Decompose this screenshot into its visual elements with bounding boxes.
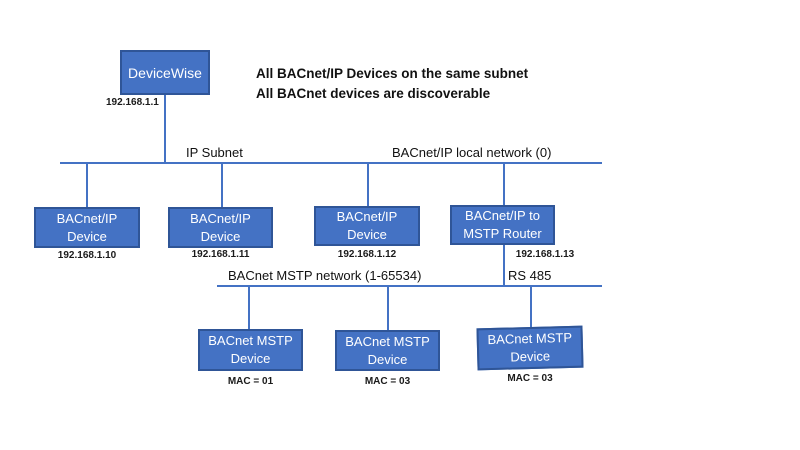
annotation-line-1: All BACnet/IP Devices on the same subnet xyxy=(256,66,529,81)
node-label-line-2: Device xyxy=(367,351,408,367)
node-label-line-1: BACnet/IP xyxy=(336,209,398,224)
annotation-text: All BACnet/IP Devices on the same subnet… xyxy=(256,64,528,104)
ip-address-label-1: 192.168.1.10 xyxy=(57,250,117,261)
node-label-line-1: BACnet/IP to xyxy=(465,208,540,223)
connector-ip-bus-to-device-1 xyxy=(86,163,88,207)
node-label-line-2: Device xyxy=(200,228,241,244)
connector-mstp-bus-to-device-3 xyxy=(530,286,532,327)
rs485-label: RS 485 xyxy=(508,268,552,283)
mstp-bus-line xyxy=(217,285,602,287)
connector-mstp-bus-to-device-1 xyxy=(248,286,250,329)
node-label-line-1: BACnet/IP xyxy=(190,210,251,226)
node-label-line-2: Device xyxy=(510,348,551,365)
node-label-line-2: Device xyxy=(347,227,387,242)
connector-router-to-mstp-bus xyxy=(503,245,505,285)
bacnet-mstp-device-1-node: BACnet MSTP Device xyxy=(198,329,303,371)
bacnet-ip-device-1-node: BACnet/IP Device xyxy=(34,207,140,248)
bacnet-ip-local-network-label: BACnet/IP local network (0) xyxy=(392,145,552,160)
mac-address-label-2: MAC = 03 xyxy=(364,376,411,387)
connector-mstp-bus-to-device-2 xyxy=(387,286,389,330)
connector-ip-bus-to-device-3 xyxy=(367,163,369,206)
bacnet-mstp-network-label: BACnet MSTP network (1-65534) xyxy=(228,268,422,283)
devicewise-label: DeviceWise xyxy=(128,64,202,81)
node-label-line-1: BACnet MSTP xyxy=(345,333,430,349)
bacnet-ip-to-mstp-router-node: BACnet/IP to MSTP Router xyxy=(450,205,555,245)
ip-address-label-3: 192.168.1.12 xyxy=(337,249,397,260)
connector-devicewise-to-ip-bus xyxy=(164,95,166,163)
devicewise-ip-label: 192.168.1.1 xyxy=(106,97,159,108)
ip-subnet-label: IP Subnet xyxy=(186,145,243,160)
annotation-line-2: All BACnet devices are discoverable xyxy=(256,86,491,101)
bacnet-ip-device-2-node: BACnet/IP Device xyxy=(168,207,273,248)
node-label-line-1: BACnet MSTP xyxy=(487,329,573,348)
connector-ip-bus-to-router xyxy=(503,163,505,205)
node-label-line-2: Device xyxy=(67,228,107,244)
bacnet-ip-device-3-node: BACnet/IP Device xyxy=(314,206,420,246)
devicewise-node: DeviceWise xyxy=(120,50,210,95)
connector-ip-bus-to-device-2 xyxy=(221,163,223,207)
ip-address-label-router: 192.168.1.13 xyxy=(515,249,575,260)
ip-address-label-2: 192.168.1.11 xyxy=(191,249,250,260)
mac-address-label-1: MAC = 01 xyxy=(227,376,274,387)
node-label-line-2: MSTP Router xyxy=(463,226,542,241)
node-label-line-2: Device xyxy=(230,351,271,366)
mac-address-label-3: MAC = 03 xyxy=(507,373,553,384)
bacnet-mstp-device-3-node: BACnet MSTP Device xyxy=(476,325,584,371)
ip-subnet-bus-line xyxy=(60,162,602,164)
node-label-line-1: BACnet MSTP xyxy=(208,333,293,348)
bacnet-mstp-device-2-node: BACnet MSTP Device xyxy=(335,330,440,371)
node-label-line-1: BACnet/IP xyxy=(56,210,118,226)
